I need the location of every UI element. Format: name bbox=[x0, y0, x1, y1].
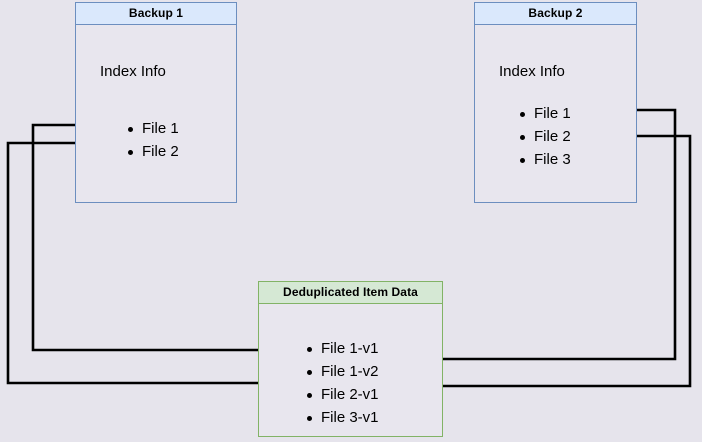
backup2-file-list: File 1 File 2 File 3 bbox=[518, 102, 571, 171]
dedup-body: File 1-v1 File 1-v2 File 2-v1 File 3-v1 bbox=[259, 304, 442, 436]
list-item[interactable]: File 2-v1 bbox=[305, 383, 379, 406]
dedup-item-list: File 1-v1 File 1-v2 File 2-v1 File 3-v1 bbox=[305, 337, 379, 429]
dedup-title: Deduplicated Item Data bbox=[259, 282, 442, 304]
list-item[interactable]: File 1-v2 bbox=[305, 360, 379, 383]
backup2-body: Index Info File 1 File 2 File 3 bbox=[475, 25, 636, 202]
backup2-title: Backup 2 bbox=[475, 3, 636, 25]
list-item[interactable]: File 1-v1 bbox=[305, 337, 379, 360]
backup1-body: Index Info File 1 File 2 bbox=[76, 25, 236, 202]
backup1-file-list: File 1 File 2 bbox=[126, 117, 179, 163]
backup1-box[interactable]: Backup 1 Index Info File 1 File 2 bbox=[75, 2, 237, 203]
list-item[interactable]: File 3-v1 bbox=[305, 406, 379, 429]
dedup-box[interactable]: Deduplicated Item Data File 1-v1 File 1-… bbox=[258, 281, 443, 437]
list-item[interactable]: File 1 bbox=[518, 102, 571, 125]
backup1-title: Backup 1 bbox=[76, 3, 236, 25]
backup1-index-label: Index Info bbox=[100, 63, 166, 80]
list-item[interactable]: File 2 bbox=[518, 125, 571, 148]
backup2-index-label: Index Info bbox=[499, 63, 565, 80]
list-item[interactable]: File 1 bbox=[126, 117, 179, 140]
backup2-box[interactable]: Backup 2 Index Info File 1 File 2 File 3 bbox=[474, 2, 637, 203]
list-item[interactable]: File 2 bbox=[126, 140, 179, 163]
list-item[interactable]: File 3 bbox=[518, 148, 571, 171]
